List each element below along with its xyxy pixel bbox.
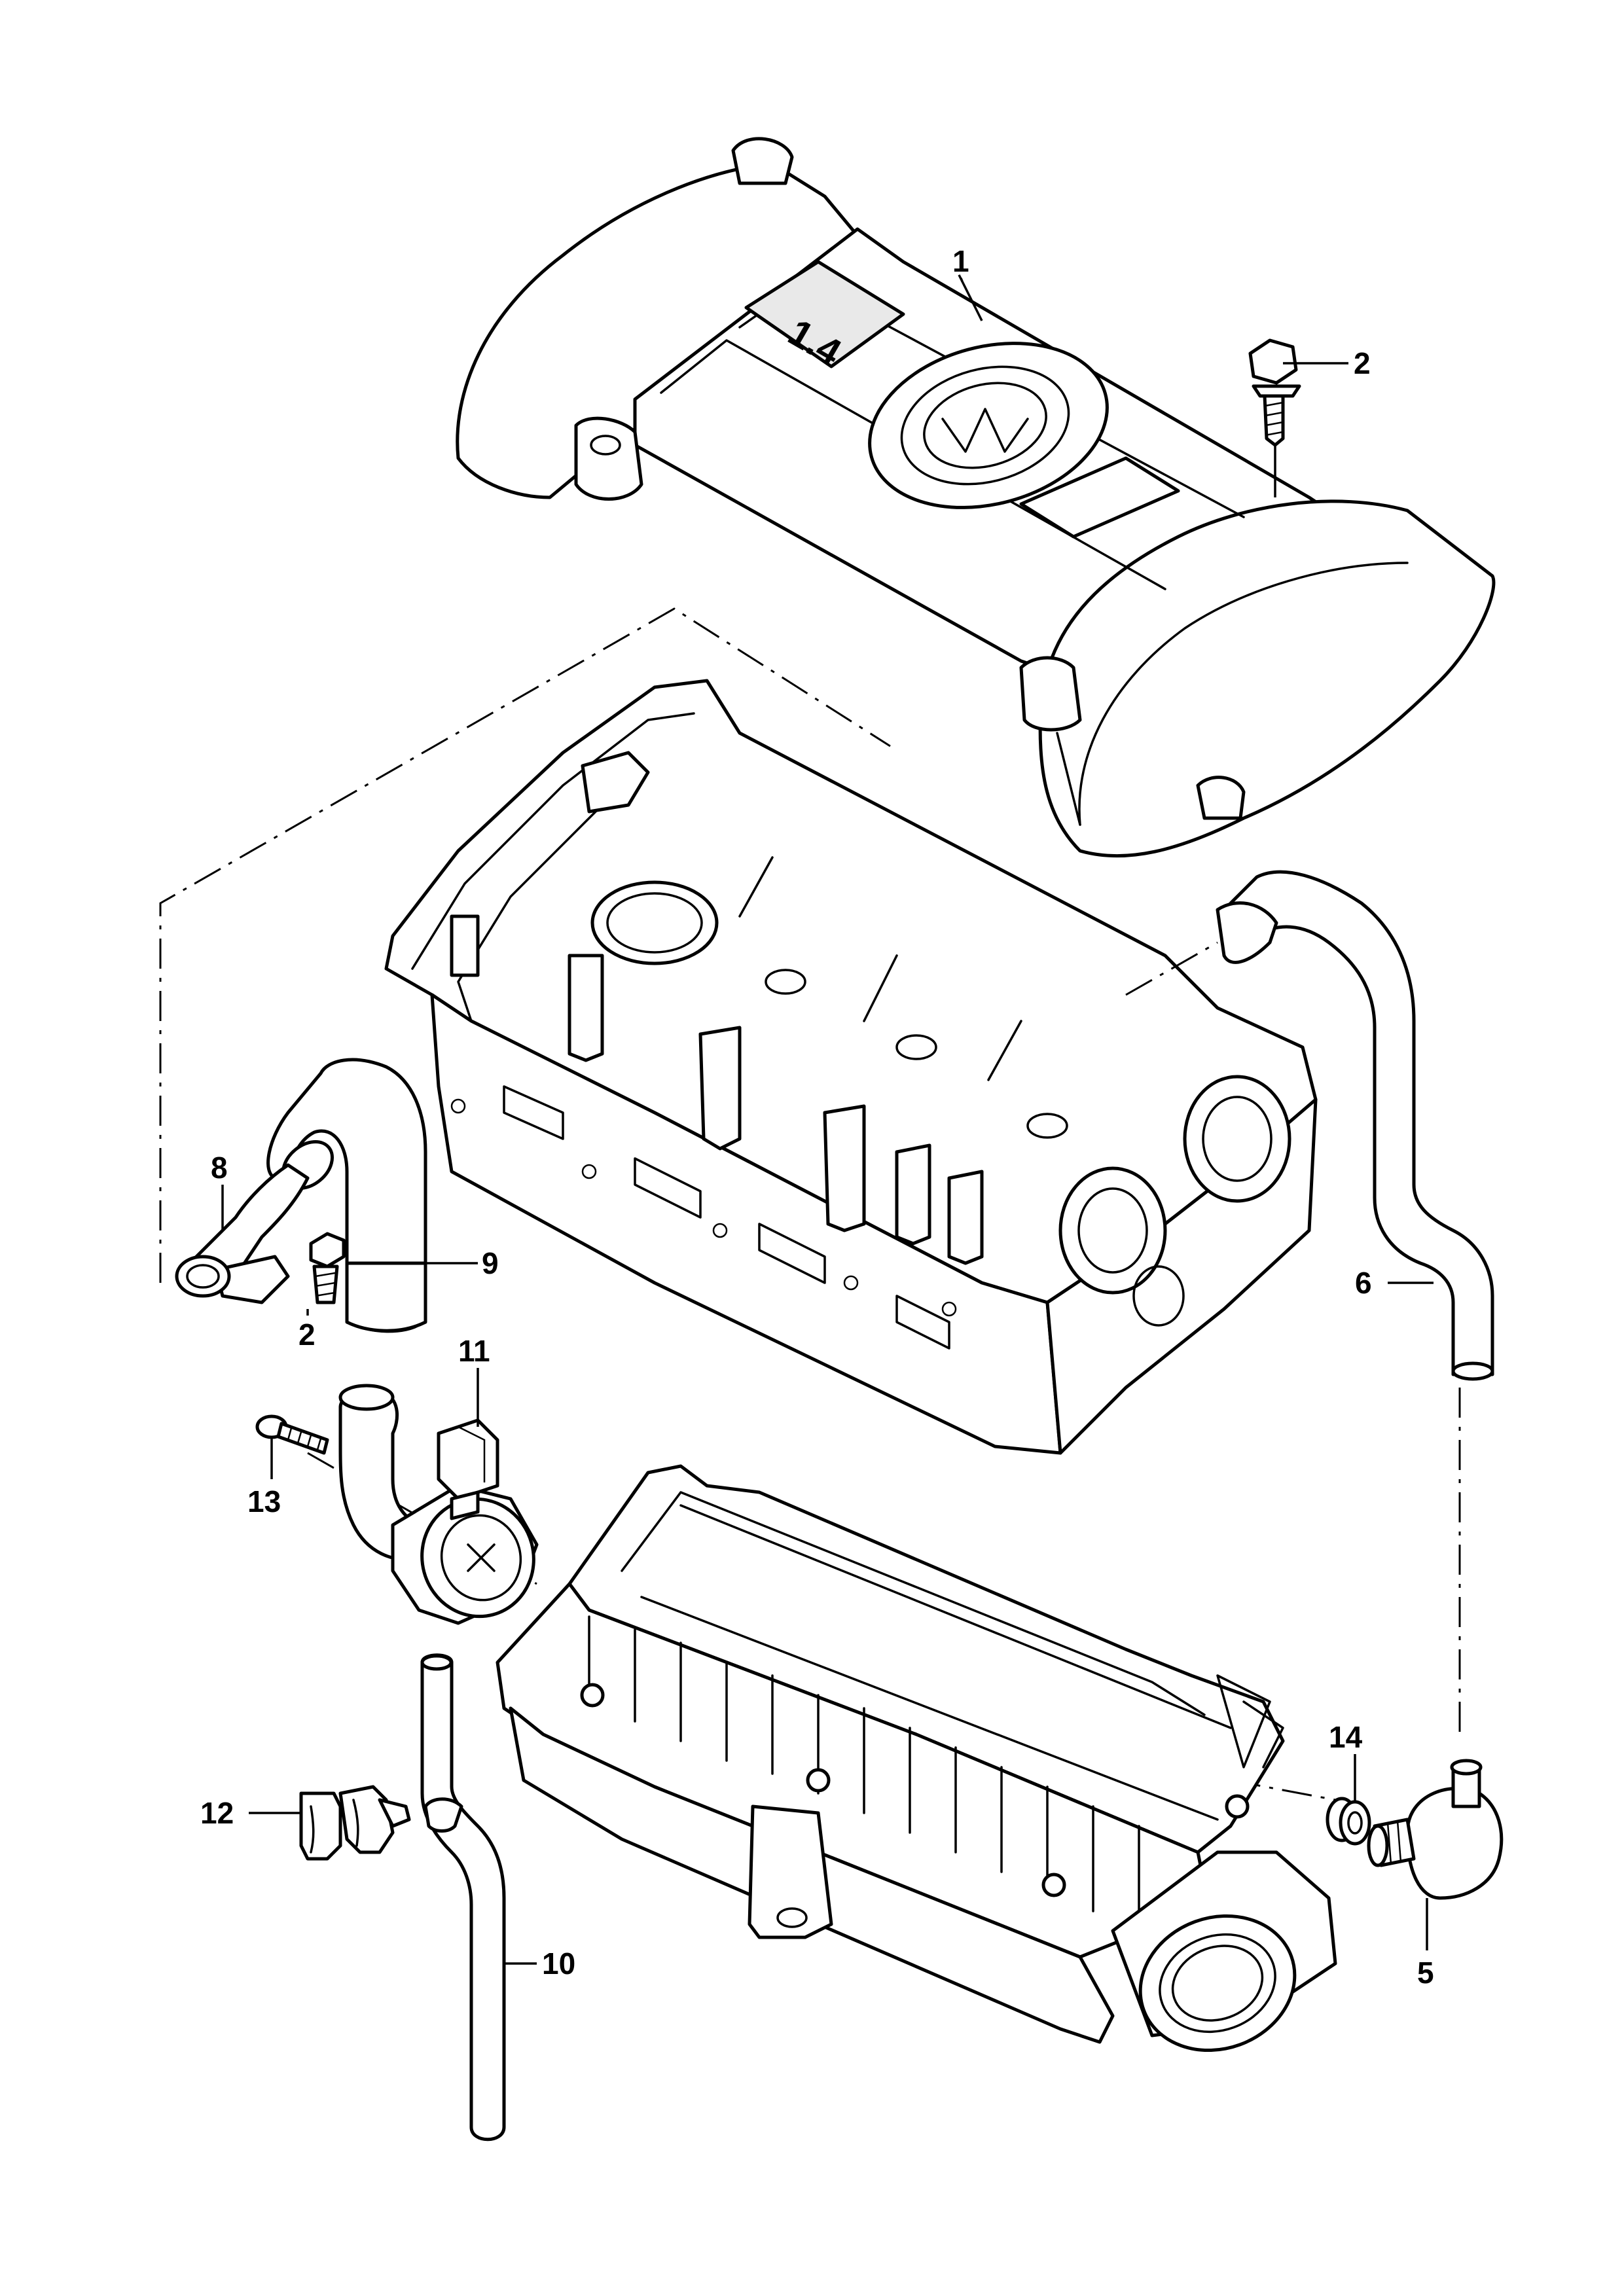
callout-14: 14 [1329,1720,1363,1754]
breather-hose-6 [1216,870,1494,1381]
seal-14 [1326,1797,1371,1846]
callout-10: 10 [542,1946,575,1981]
connector-8 [175,1163,310,1304]
callout-1: 1 [952,244,969,278]
fitting-11 [338,1384,539,1625]
valve-5 [1367,1759,1504,1900]
cylinder-head-cover [384,679,1318,1455]
callout-8: 8 [211,1151,228,1185]
vent-pipe-10 [420,1653,506,2142]
intake-manifold [496,1464,1337,2053]
callout-9: 9 [482,1246,499,1280]
callout-6: 6 [1355,1266,1372,1300]
callout-2-left: 2 [298,1318,316,1352]
callout-5: 5 [1417,1956,1434,1990]
callout-leaders [221,274,1434,1965]
bolt-top [1248,338,1301,447]
callout-13: 13 [247,1484,281,1518]
callout-labels: 1 2 8 9 2 6 11 13 14 12 10 5 [200,244,1434,1990]
engine-cover: 1.4 [456,137,1496,858]
cross-fitting-icon [467,1543,496,1572]
clip-12 [299,1785,411,1861]
bolt-left [309,1232,346,1304]
callout-12: 12 [200,1796,234,1830]
callout-11: 11 [458,1334,490,1368]
callout-2-top: 2 [1354,346,1371,380]
vw-logo-icon [941,408,1029,453]
bolt-13 [255,1414,329,1455]
